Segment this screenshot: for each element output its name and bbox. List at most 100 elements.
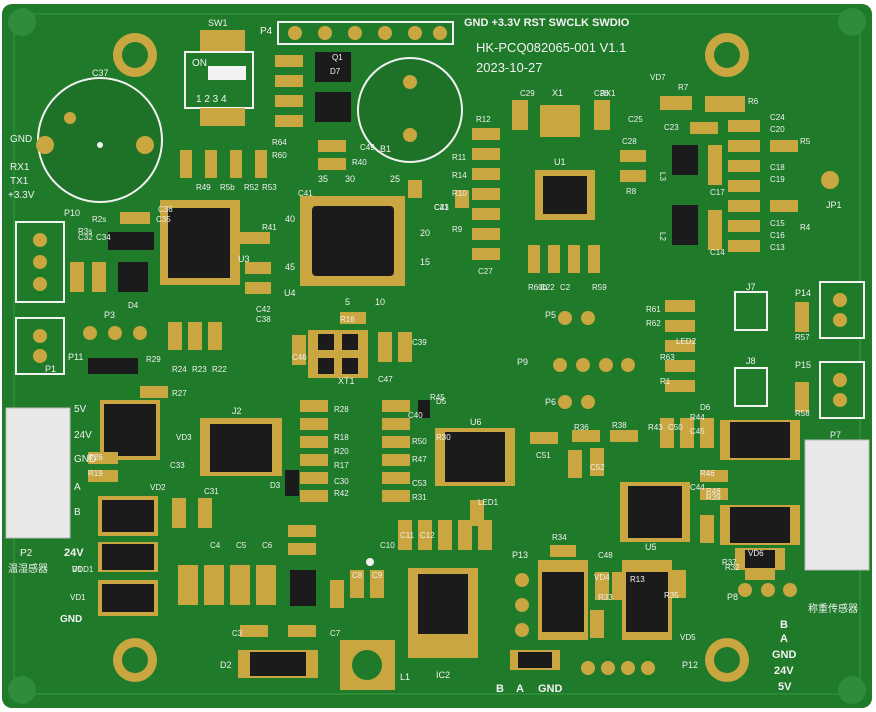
ref-r1: R1 [660,377,671,386]
ref-c35: C35 [156,215,171,224]
pin-10: 10 [375,297,385,307]
ref-c42: C42 [256,305,271,314]
ref-c14: C14 [710,248,725,257]
ref-r50: R50 [412,437,427,446]
label-p1: P1 [45,364,56,374]
ref-vdd1: VDD1 [72,565,94,574]
board-outline [13,13,861,695]
ref-c20: C20 [770,125,785,134]
ref-r9: R9 [452,225,463,234]
ref-c30: C30 [334,477,349,486]
ref-r22: R22 [212,365,227,374]
ref-d5: D5 [436,397,447,406]
ref-c48: C48 [598,551,613,560]
ref-d7: D7 [330,67,341,76]
regulator-ic2 [408,568,478,658]
p2-label-a: A [74,482,81,493]
label-q1: Q1 [332,53,343,62]
ref-d3: D3 [270,481,281,490]
ref-c12: C12 [420,531,435,540]
crystal-x1 [540,105,580,137]
ref-r43: R43 [648,423,663,432]
label-j2: J2 [232,406,242,416]
bottom-label-b: B [496,683,504,695]
label-c37: C37 [92,68,109,78]
label-sw-nums: 1 2 3 4 [196,94,227,105]
p2-label-gnd: GND [74,454,96,465]
ref-r52: R52 [244,183,259,192]
ref-vd6: VD6 [748,549,764,558]
ref-r20: R20 [334,447,349,456]
ref-r41: R41 [262,223,277,232]
ic-u3 [160,200,240,285]
ref-r3s: R3s [78,227,92,236]
reference-designators: R12R11R14R10R9R7R6R5R4R8R41R2sR3sR64R60R… [70,67,811,642]
ref-r13: R13 [630,575,645,584]
label-l1: L1 [400,672,410,682]
ref-c47: C47 [378,375,393,384]
label-j8: J8 [746,356,756,366]
ref-r16: R16 [340,315,355,324]
bottom-label-gnd: GND [538,683,563,695]
ref-r7: R7 [678,83,689,92]
ref-c22: C22 [540,283,555,292]
ref-r8: R8 [626,187,637,196]
ref-r64: R64 [272,138,287,147]
ref-c40: C40 [408,411,423,420]
ref-r47: R47 [412,455,427,464]
ref-c26: C26 [594,89,609,98]
ref-c23: C23 [664,123,679,132]
label-ic2: IC2 [436,670,450,680]
ref-c53: C53 [412,479,427,488]
bottom-label-a: A [516,683,524,695]
ref-r28: R28 [334,405,349,414]
label-u4: U4 [284,288,296,298]
ref-c16: C16 [770,231,785,240]
right-label-cn: 称重传感器 [808,602,858,615]
pin-45: 45 [285,262,295,272]
left-label-33v: +3.3V [8,190,35,201]
ref-c25: C25 [628,115,643,124]
buzzer-c37 [36,77,163,203]
left-label-cn: 温湿感器 [8,562,48,575]
ref-r33: R33 [598,593,613,602]
ref-c17: C17 [710,188,725,197]
ref-d4: D4 [128,301,139,310]
ref-r14: R14 [452,171,467,180]
ic-u6 [435,428,515,486]
battery-b1 [357,57,463,163]
label-p11: P11 [68,352,83,362]
ref-r30: R30 [436,433,451,442]
label-p10: P10 [64,208,80,218]
ref-r61: R61 [646,305,661,314]
ref-vd1: VD1 [70,593,86,602]
ref-c50: C50 [668,423,683,432]
ref-r19: R19 [88,469,103,478]
ref-l2: L2 [658,232,667,241]
ref-r63: R63 [660,353,675,362]
ref-c32: C32 [78,233,93,242]
ref-r44: R44 [690,413,705,422]
ref-r36: R36 [574,423,589,432]
label-d2: D2 [220,660,232,670]
ref-r58: R58 [795,409,810,418]
ref-r12: R12 [476,115,491,124]
ref-r27: R27 [172,389,187,398]
label-xt1: XT1 [338,376,355,386]
ref-c38: C38 [256,315,271,324]
ref-c28: C28 [622,137,637,146]
ref-r35: R35 [664,591,679,600]
ref-r5: R5 [800,137,811,146]
ref-r11: R11 [452,153,467,162]
p2-label-b: B [74,507,81,518]
label-jp1: JP1 [826,200,842,210]
pin-25: 25 [390,174,400,184]
label-u6: U6 [470,417,482,427]
ref-c49: C49 [360,143,375,152]
ref-r26: R26 [88,453,103,462]
label-sw1: SW1 [208,18,228,28]
ref-c29: C29 [520,89,535,98]
ref-c27: C27 [478,267,493,276]
